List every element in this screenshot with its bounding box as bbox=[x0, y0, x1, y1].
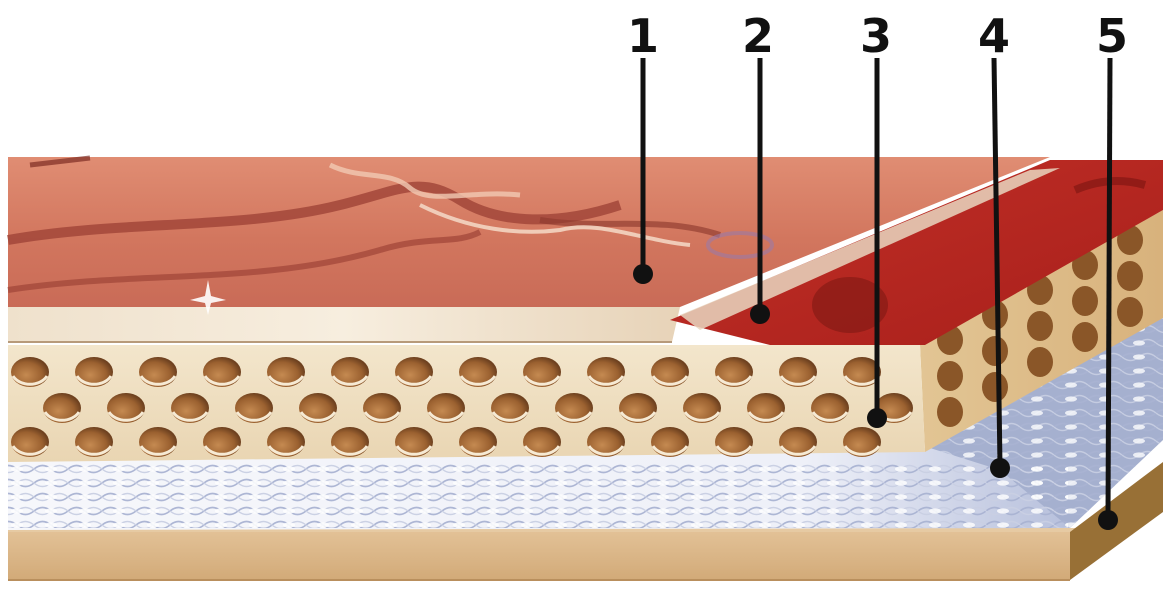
foam-cell bbox=[811, 393, 849, 423]
foam-cell bbox=[171, 393, 209, 423]
foam-cell bbox=[107, 393, 145, 423]
foam-cell bbox=[491, 393, 529, 423]
foam-cell bbox=[587, 357, 625, 387]
foam-side-cell bbox=[1027, 311, 1053, 341]
leader-dot-5 bbox=[1098, 510, 1118, 530]
foam-cell bbox=[395, 357, 433, 387]
foam-cell bbox=[139, 427, 177, 457]
foam-cell bbox=[715, 427, 753, 457]
foam-cell bbox=[427, 393, 465, 423]
foam-cell bbox=[331, 357, 369, 387]
foam-cell bbox=[459, 427, 497, 457]
foam-cell bbox=[75, 427, 113, 457]
callout-label-3: 3 bbox=[860, 9, 892, 63]
foam-side-cell bbox=[1072, 322, 1098, 352]
callout-label-1: 1 bbox=[627, 9, 659, 63]
foam-side-cell bbox=[1027, 347, 1053, 377]
foam-cell bbox=[779, 357, 817, 387]
foam-cell bbox=[139, 357, 177, 387]
foam-side-cell bbox=[982, 372, 1008, 402]
foam-cell bbox=[523, 357, 561, 387]
foam-cell bbox=[363, 393, 401, 423]
foam-cell bbox=[715, 357, 753, 387]
foam-cell bbox=[587, 427, 625, 457]
foam-side-cell bbox=[982, 336, 1008, 366]
foam-cell bbox=[459, 357, 497, 387]
foam-side-cell bbox=[1072, 286, 1098, 316]
leader-dot-1 bbox=[633, 264, 653, 284]
callout-label-5: 5 bbox=[1096, 9, 1128, 63]
foam-side-cell bbox=[1117, 261, 1143, 291]
mesh-front-texture bbox=[8, 464, 1068, 528]
foam-cell bbox=[523, 427, 561, 457]
callout-label-4: 4 bbox=[978, 9, 1010, 63]
foam-cell bbox=[203, 427, 241, 457]
foam-side-cell bbox=[1117, 297, 1143, 327]
foam-cell bbox=[267, 427, 305, 457]
foam-cell bbox=[299, 393, 337, 423]
leader-dot-3 bbox=[867, 408, 887, 428]
foam-cell bbox=[651, 357, 689, 387]
foam-cell bbox=[619, 393, 657, 423]
foam-cell bbox=[267, 357, 305, 387]
foam-cell bbox=[43, 393, 81, 423]
foam-cell bbox=[747, 393, 785, 423]
foam-cell bbox=[11, 427, 49, 457]
foam-cell bbox=[75, 357, 113, 387]
foam-cell bbox=[203, 357, 241, 387]
foam-cell bbox=[779, 427, 817, 457]
foam-cell bbox=[235, 393, 273, 423]
foam-side-cell bbox=[937, 397, 963, 427]
base-front bbox=[8, 532, 1070, 580]
foam-cell bbox=[651, 427, 689, 457]
leader-dot-2 bbox=[750, 304, 770, 324]
foam-cell bbox=[395, 427, 433, 457]
leader-line-5 bbox=[1108, 58, 1110, 518]
leader-dot-4 bbox=[990, 458, 1010, 478]
foam-side-cell bbox=[937, 361, 963, 391]
foam-cell bbox=[331, 427, 369, 457]
foam-cell bbox=[843, 427, 881, 457]
callout-label-2: 2 bbox=[742, 9, 774, 63]
clear-edge-strip bbox=[8, 307, 680, 342]
foam-cell bbox=[555, 393, 593, 423]
foam-cell bbox=[11, 357, 49, 387]
foam-cell bbox=[683, 393, 721, 423]
